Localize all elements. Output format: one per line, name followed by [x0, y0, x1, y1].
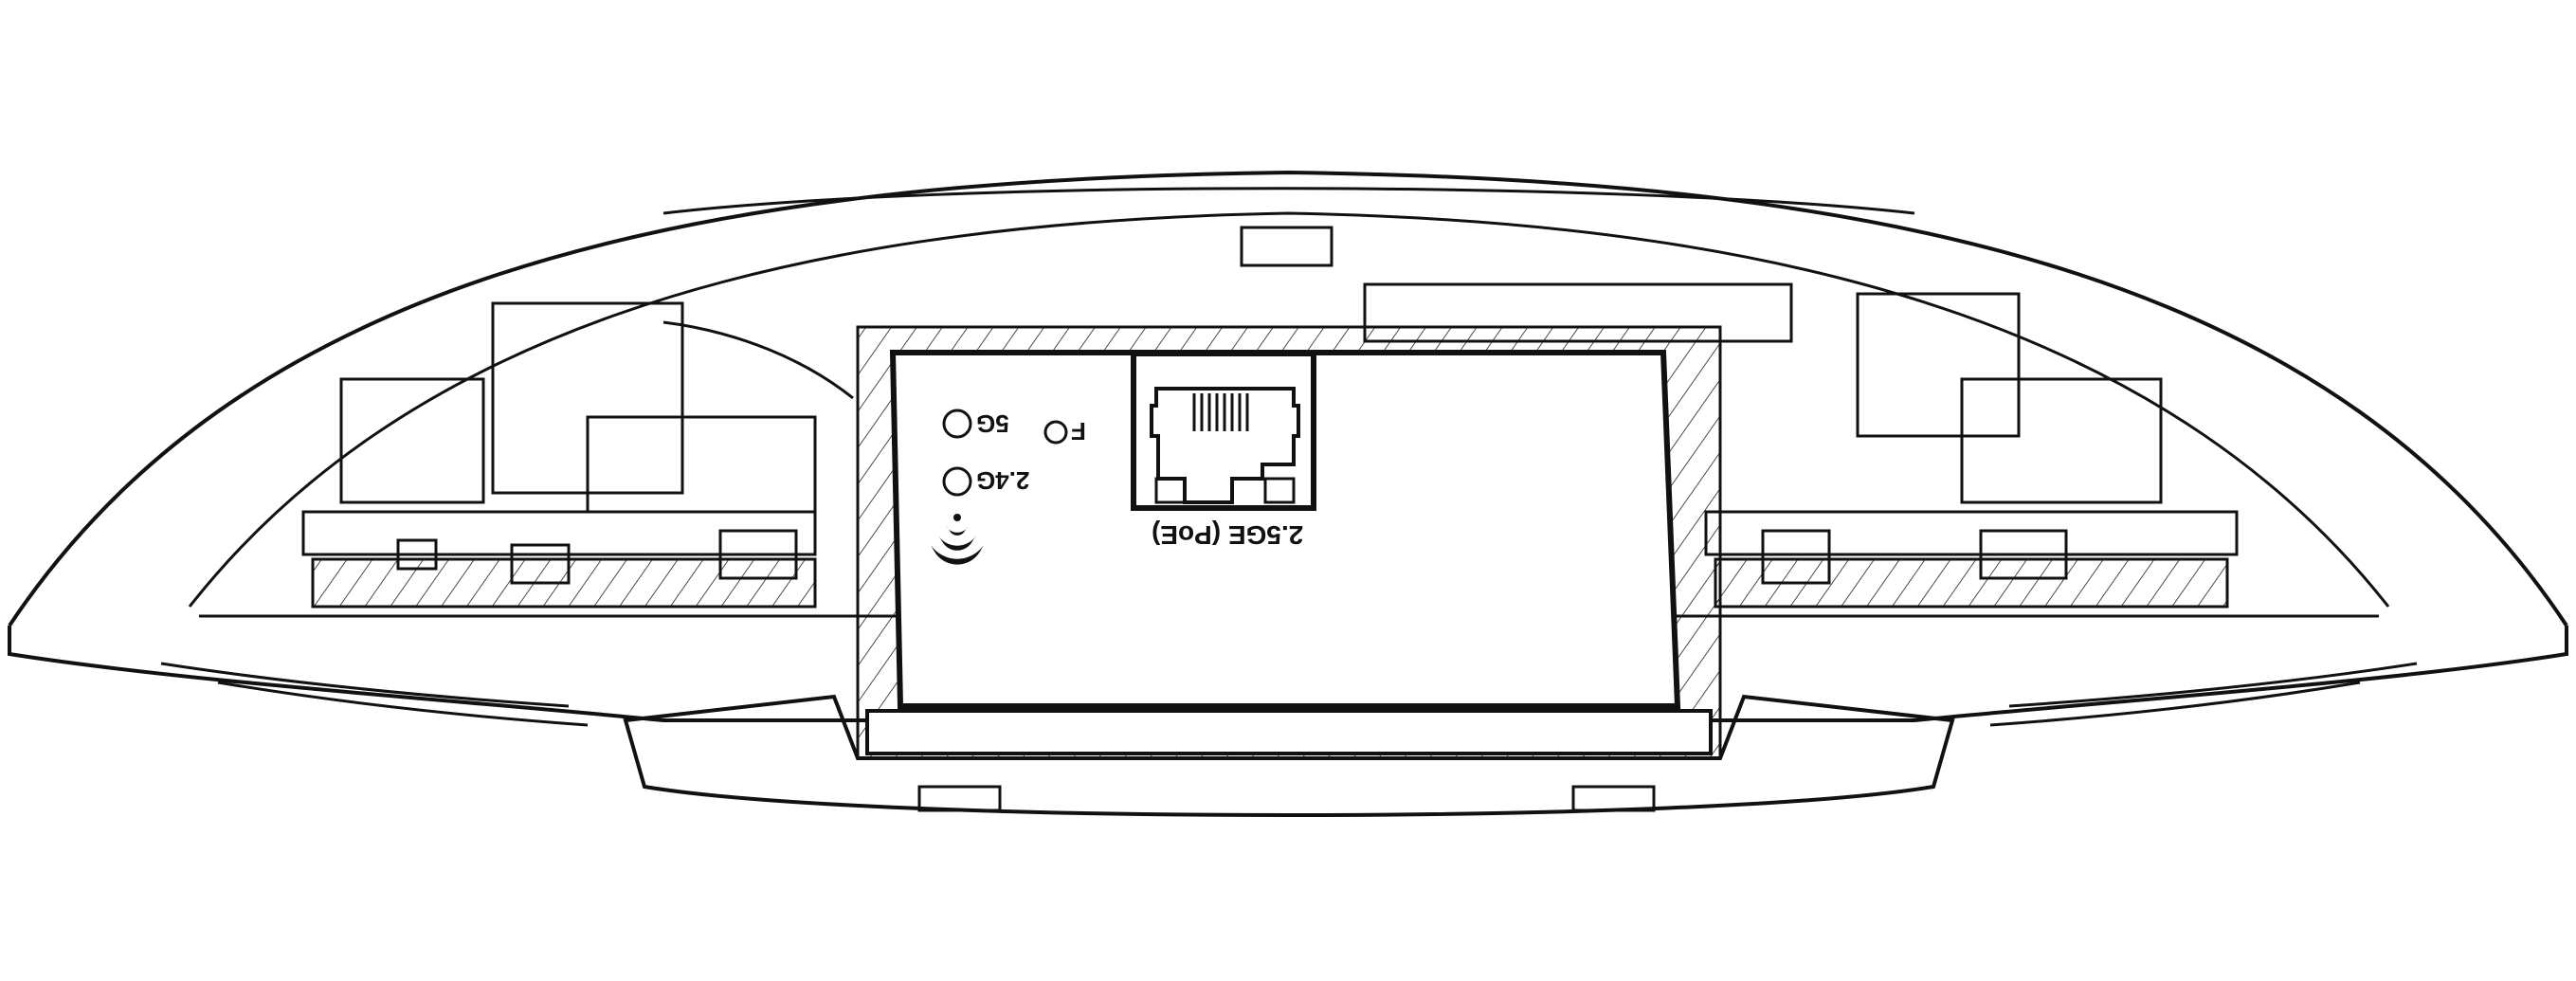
led-5g-label: 5G [976, 409, 1009, 438]
vent-slots [160, 662, 2418, 727]
led-24g-label: 2.4G [976, 466, 1030, 495]
led-5g-indicator [942, 409, 972, 439]
left-internals [301, 301, 854, 609]
led-f-indicator [1043, 420, 1068, 445]
front-panel [889, 350, 1681, 709]
top-clip [1240, 226, 1333, 267]
led-f-label: F [1071, 417, 1086, 445]
led-24g-indicator [942, 466, 972, 497]
shell-inner-line [188, 211, 2390, 608]
wifi-icon [931, 514, 984, 565]
right-internals [1363, 282, 2239, 609]
port-label: 2.5GE (PoE) [1152, 520, 1304, 550]
rj45-port-icon [1131, 351, 1316, 511]
outer-shell [8, 170, 2568, 627]
base [623, 694, 1955, 817]
